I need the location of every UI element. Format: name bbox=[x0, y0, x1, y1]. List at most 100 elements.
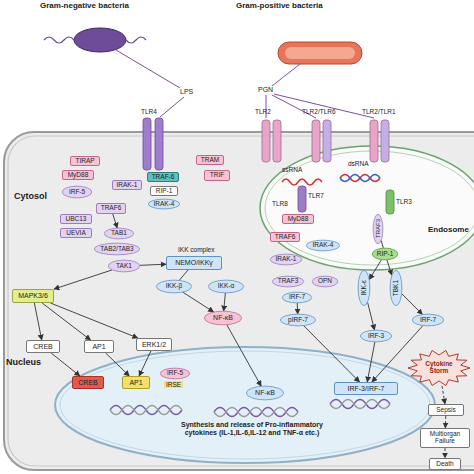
molecule-label: TLR3 bbox=[396, 198, 412, 205]
node-label: UBC13 bbox=[66, 216, 87, 223]
ligand-leader bbox=[274, 94, 374, 118]
node-label: TIRAP bbox=[75, 158, 94, 165]
gram-negative-bacterium bbox=[44, 28, 146, 52]
node-label: TRAF3 bbox=[375, 219, 381, 238]
tlr2-receptor bbox=[323, 120, 331, 162]
outcome-arrow bbox=[445, 416, 446, 428]
gram-negative-bacterium bbox=[74, 28, 126, 52]
tlr2-receptor bbox=[312, 120, 320, 162]
node-label: TRAF6 bbox=[101, 205, 122, 212]
ellipse-outline bbox=[270, 254, 301, 265]
molecule-label: TLR4 bbox=[141, 108, 157, 115]
viral-rna bbox=[282, 175, 380, 186]
tlr2-receptor bbox=[262, 120, 389, 162]
protein-box: Sepsis bbox=[428, 404, 464, 416]
nucleus-envelope bbox=[55, 347, 435, 463]
protein-box: TIRAP bbox=[70, 156, 100, 166]
node-label: IRF-3 bbox=[368, 333, 384, 340]
protein-box: TRIF bbox=[204, 170, 230, 181]
protein-ellipse: IRF-5 bbox=[62, 186, 92, 198]
cell-membrane bbox=[4, 132, 474, 470]
node-label: IRAK-4 bbox=[313, 242, 334, 249]
node-label: NF-κB bbox=[255, 389, 275, 396]
protein-ellipse: IRF-7 bbox=[282, 292, 312, 303]
node-label: RIP-1 bbox=[156, 188, 173, 195]
signal-arrow bbox=[224, 293, 226, 311]
signal-arrow bbox=[34, 303, 41, 340]
node-label: TRAM bbox=[201, 157, 219, 164]
node-label: TAK1 bbox=[116, 263, 132, 270]
molecule-label: PGN bbox=[258, 86, 273, 94]
node-label: NEMO/IKKγ bbox=[175, 259, 213, 266]
molecule-label: LPS bbox=[180, 88, 193, 96]
node-label: pIRF-7 bbox=[288, 317, 308, 324]
ellipse-outline bbox=[282, 292, 311, 303]
endosome-membrane bbox=[265, 151, 474, 265]
outcome-arrow bbox=[445, 448, 446, 458]
ellipse-outline bbox=[358, 270, 370, 305]
signal-arrow bbox=[106, 353, 130, 376]
cell-membrane bbox=[4, 132, 474, 470]
signal-arrow bbox=[42, 303, 90, 340]
tlr4-receptor bbox=[143, 118, 163, 170]
region-label: Endosome bbox=[428, 226, 469, 235]
molecule-label: dsRNA bbox=[348, 160, 369, 167]
node-label: TRAF6 bbox=[275, 234, 296, 241]
nucleus-envelope bbox=[60, 351, 430, 459]
signal-arrow bbox=[179, 270, 188, 280]
molecule-label: TLR2/TLR1 bbox=[362, 108, 396, 115]
outcome-arrow bbox=[442, 386, 445, 404]
ligand-leader bbox=[160, 97, 184, 117]
node-label: CREB bbox=[33, 343, 52, 350]
ellipse-outline bbox=[280, 314, 315, 326]
protein-ellipse: TRAF3 bbox=[373, 214, 383, 244]
protein-ellipse: RIP-1 bbox=[372, 248, 398, 260]
node-label: AP1 bbox=[129, 379, 142, 386]
signal-arrow bbox=[402, 294, 423, 315]
ligand-leader bbox=[116, 50, 180, 88]
node-label: IRF-7 bbox=[420, 317, 436, 324]
molecule-label: TLR7 bbox=[308, 192, 324, 199]
cytokine-burst: Cytokine Storm bbox=[408, 350, 470, 386]
signal-arrow bbox=[50, 303, 137, 338]
node-label: TRAF-6 bbox=[152, 174, 175, 181]
gram-positive-bacterium bbox=[285, 47, 355, 59]
ellipse-outline bbox=[94, 243, 139, 255]
node-label: IRF-7 bbox=[289, 294, 305, 301]
protein-box: MyD88 bbox=[62, 170, 94, 180]
protein-box: TRAM bbox=[196, 155, 224, 165]
protein-ellipse: IRAK-1 bbox=[270, 254, 302, 265]
cell-membrane bbox=[8, 136, 474, 466]
molecule-label: TLR2/TLR6 bbox=[302, 108, 336, 115]
endosomal-receptor bbox=[386, 190, 394, 214]
ellipse-outline bbox=[208, 280, 243, 293]
ellipse-outline bbox=[246, 386, 283, 400]
ellipse-outline bbox=[390, 270, 402, 305]
node-label: MyD88 bbox=[288, 216, 309, 223]
signal-arrow bbox=[113, 214, 117, 228]
ellipse-outline bbox=[156, 280, 191, 293]
signal-arrow bbox=[54, 270, 112, 289]
dna-helix bbox=[330, 400, 390, 409]
signal-arrow bbox=[381, 240, 383, 248]
protein-ellipse: pIRF-7 bbox=[280, 314, 316, 326]
signal-arrow bbox=[139, 351, 151, 376]
node-label: Multiorgan Failure bbox=[421, 431, 469, 445]
molecule-label: IRSE bbox=[164, 381, 183, 388]
dna-helix bbox=[214, 408, 298, 417]
node-label: RIP-1 bbox=[377, 251, 394, 258]
node-label: MyD88 bbox=[68, 172, 89, 179]
protein-box: MyD88 bbox=[282, 214, 314, 224]
node-label: IRAK-1 bbox=[117, 182, 138, 189]
protein-ellipse: TBK1 bbox=[390, 270, 402, 306]
node-label: IRF-5 bbox=[69, 189, 85, 196]
gram-positive-bacterium bbox=[278, 42, 362, 64]
viral-rna bbox=[282, 179, 322, 185]
protein-box: NEMO/IKKγ bbox=[166, 256, 222, 270]
node-label: CREB bbox=[78, 379, 97, 386]
dna-helix bbox=[110, 406, 182, 415]
endosome-membrane bbox=[260, 146, 474, 270]
node-label: TRAF3 bbox=[278, 278, 299, 285]
molecule-label: TLR2 bbox=[255, 108, 271, 115]
